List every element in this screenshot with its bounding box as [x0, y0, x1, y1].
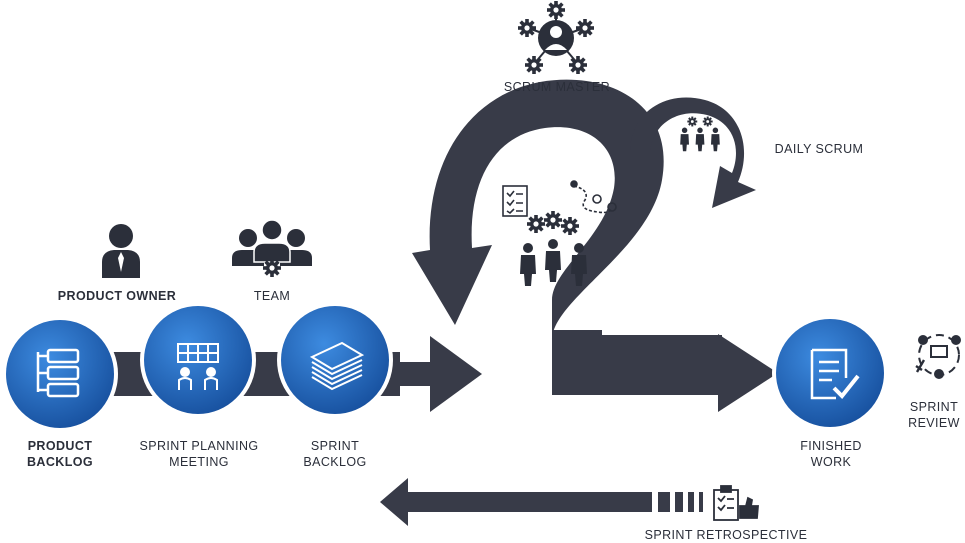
sprint-backlog-label-line1: SPRINT [310, 439, 360, 453]
retrospective-clipboard-icon [713, 485, 759, 521]
product-owner-label: PRODUCT OWNER [57, 289, 177, 303]
team-icon [232, 219, 312, 277]
flow-arrow-to-sprint [395, 336, 482, 412]
backlog-list-icon [36, 348, 80, 398]
sprint-backlog-label: SPRINT BACKLOG [288, 438, 382, 470]
product-backlog-label-line1: PRODUCT [27, 439, 93, 453]
finished-work-label: FINISHED WORK [786, 438, 876, 470]
product-backlog-node [2, 316, 118, 432]
team-label: TEAM [253, 289, 291, 303]
planning-meeting-icon [177, 343, 219, 390]
product-backlog-label: PRODUCT BACKLOG [12, 438, 108, 470]
roadmap-icon [570, 180, 617, 214]
product-backlog-label-line2: BACKLOG [27, 455, 93, 469]
sprint-planning-label-line1: SPRINT PLANNING [139, 439, 259, 453]
sprint-review-icon [915, 334, 961, 379]
sprint-planning-label-line2: MEETING [169, 455, 229, 469]
sprint-review-label: SPRINT REVIEW [904, 399, 964, 431]
daily-scrum-team-icon [680, 116, 720, 152]
sprint-cycle-arrow [412, 79, 778, 412]
scrum-master-icon [518, 1, 594, 74]
finished-work-label-line2: WORK [810, 455, 852, 469]
finished-work-checklist-icon [810, 348, 860, 400]
sprint-planning-label: SPRINT PLANNING MEETING [133, 438, 265, 470]
sprint-review-label-line1: SPRINT [909, 400, 959, 414]
daily-scrum-loop [630, 97, 756, 208]
scrum-master-label: SCRUM MASTER [503, 80, 611, 94]
retrospective-arrow [380, 478, 703, 526]
sprint-review-label-line2: REVIEW [908, 416, 960, 430]
sprint-backlog-label-line2: BACKLOG [303, 455, 367, 469]
working-team-icon [520, 211, 587, 286]
daily-scrum-label: DAILY SCRUM [774, 142, 864, 156]
finished-work-node [772, 315, 888, 431]
sprint-planning-node [140, 302, 256, 418]
product-owner-icon [102, 224, 140, 278]
sprint-backlog-node [277, 302, 393, 418]
sprint-retrospective-label: SPRINT RETROSPECTIVE [644, 528, 808, 542]
paper-stack-icon [309, 341, 365, 391]
checklist-icon [502, 185, 528, 217]
finished-work-label-line1: FINISHED [800, 439, 862, 453]
